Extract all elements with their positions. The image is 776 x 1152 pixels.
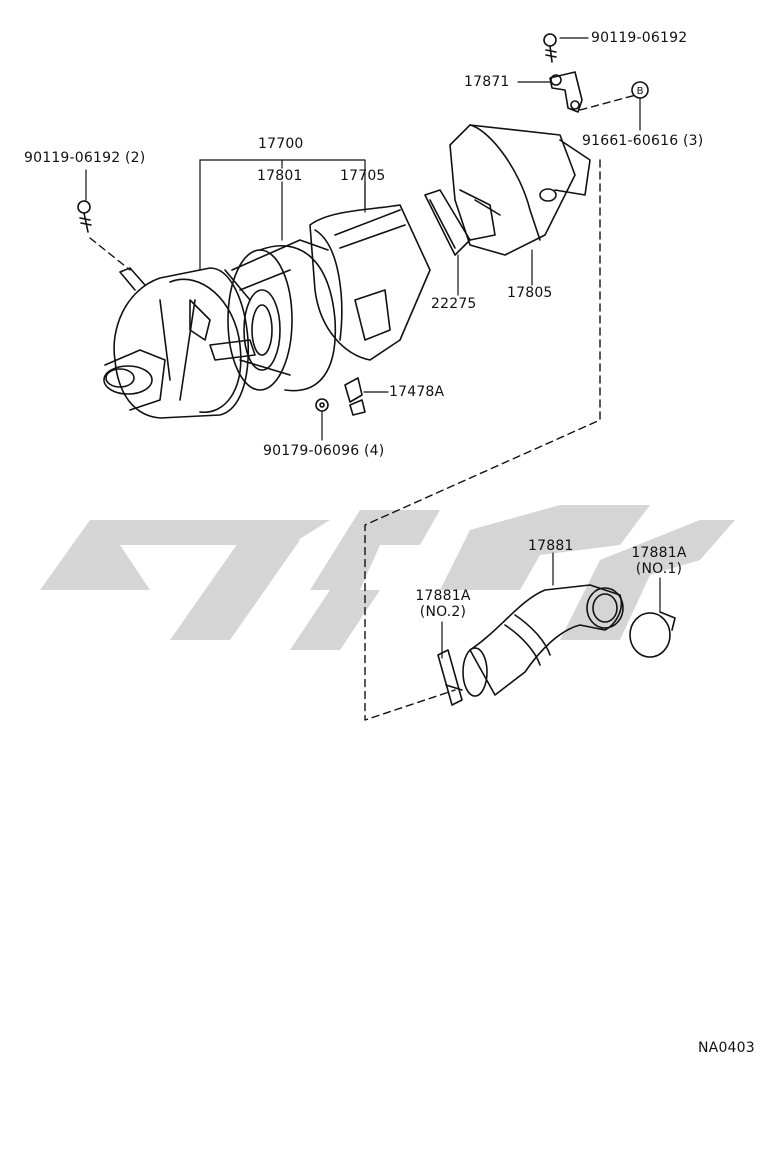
label-clamp-no1-part: 17881A: [631, 545, 687, 561]
filter-element: [227, 239, 337, 392]
label-assembly: 17700: [258, 136, 304, 152]
watermark-logo: [40, 505, 735, 650]
label-clamp-no2-part: 17881A: [415, 588, 471, 604]
label-hose: 17881: [528, 538, 574, 554]
label-wing-clip: 17478A: [389, 384, 445, 400]
label-nut: 90179-06096 (4): [263, 443, 385, 459]
label-cap: 17705: [340, 168, 386, 184]
label-bolt-left: 90119-06192 (2): [24, 150, 146, 166]
label-bracket: 17871: [464, 74, 510, 90]
leader-lines: [85, 37, 661, 659]
label-clamp-no2-tag: (NO.2): [419, 604, 467, 620]
bolt-left: [77, 200, 92, 233]
nut: [315, 398, 329, 412]
air-cleaner-cap: [309, 204, 431, 361]
clamp-no2: [437, 649, 463, 706]
inlet-housing: [449, 124, 591, 256]
label-clips: 91661-60616 (3): [582, 133, 704, 149]
clamp-no1: [629, 611, 676, 658]
label-figure-code: NA0403: [698, 1040, 755, 1056]
dashed-leaders: [89, 94, 637, 721]
bracket: [549, 71, 583, 113]
label-inlet-housing: 17805: [507, 285, 553, 301]
label-gasket: 22275: [431, 296, 477, 312]
bolt-top: [543, 33, 557, 63]
label-clamp-no1-tag: (NO.1): [635, 561, 683, 577]
label-element: 17801: [257, 168, 303, 184]
label-bolt-top: 90119-06192: [591, 30, 688, 46]
marker-b-text: B: [637, 86, 644, 97]
wing-clip: [344, 377, 366, 416]
air-cleaner-housing: [103, 267, 256, 419]
intake-hose: [462, 584, 624, 697]
